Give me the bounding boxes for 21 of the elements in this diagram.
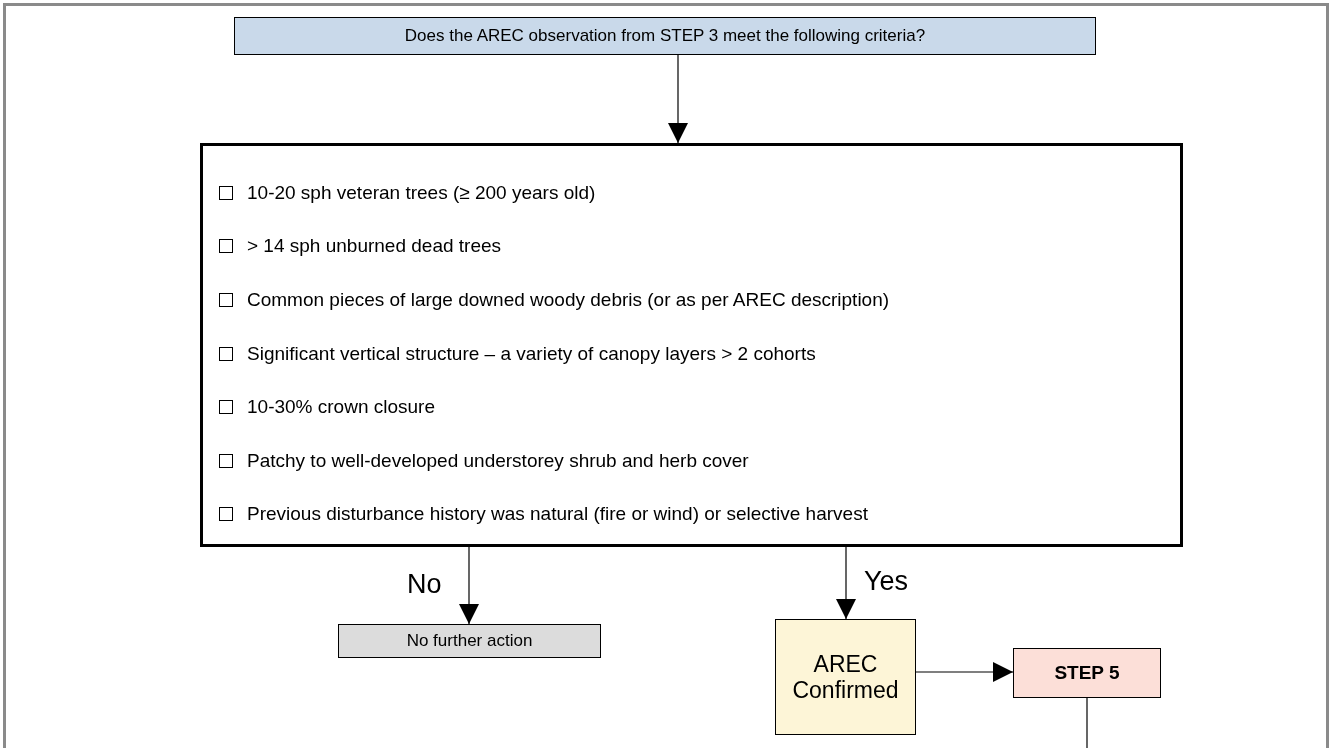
arrow (459, 546, 479, 625)
outcome-box (338, 624, 601, 658)
box-text: STEP 5 (1054, 662, 1120, 684)
criterion-text: Significant vertical structure – a variety of canopy layers > 2 cohorts (247, 342, 816, 365)
connector-line (1086, 697, 1088, 748)
question-box (234, 17, 1096, 55)
box-text: No further action (406, 631, 533, 651)
outcome-box (775, 619, 916, 735)
arrow (668, 54, 688, 144)
arrow (836, 546, 856, 620)
step-box (1013, 648, 1161, 698)
criterion-text: 10-20 sph veteran trees (≥ 200 years old) (247, 181, 596, 204)
criterion-text: 10-30% crown closure (247, 396, 435, 419)
box-text: Does the AREC observation from STEP 3 meet the following criteria? (404, 26, 926, 46)
outcome-text: AREC Confirmed (791, 650, 900, 704)
arrow (915, 662, 1014, 682)
criterion-text: > 14 sph unburned dead trees (247, 235, 502, 258)
criterion-text: Patchy to well-developed understorey shrub and herb cover (247, 449, 749, 472)
criterion-text: Common pieces of large downed woody debris (or as per AREC description) (247, 289, 890, 311)
criteria-box (200, 143, 1183, 547)
criterion-text: Previous disturbance history was natural (fire or wind) or selective harvest (247, 503, 868, 526)
